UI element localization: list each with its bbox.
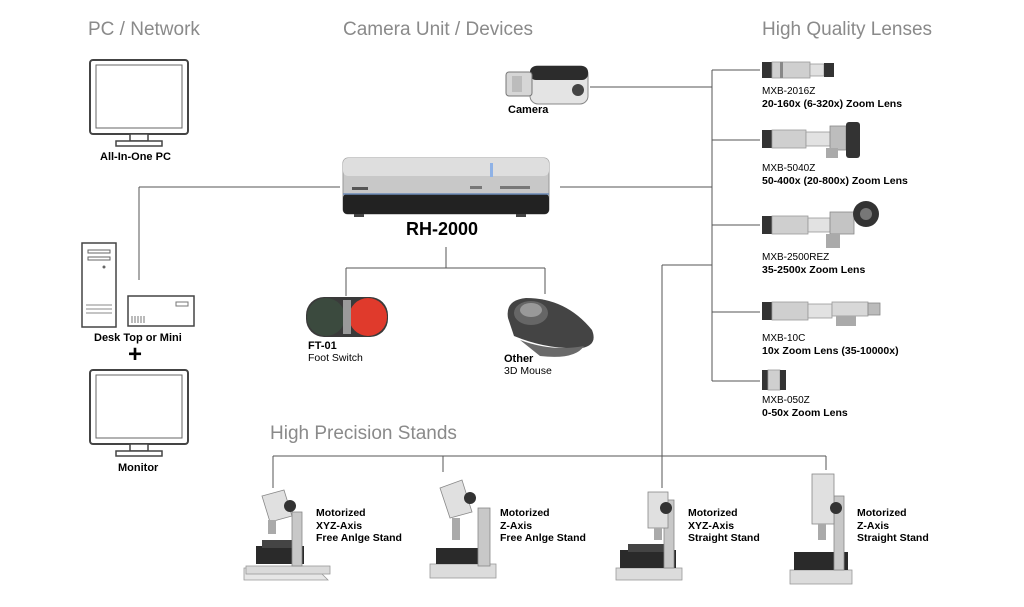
plus-sign: + [128, 341, 143, 368]
rh2000-unit-icon [342, 157, 550, 217]
foot-switch-icon [306, 297, 388, 337]
lens-mxb-5040z-icon [762, 122, 860, 158]
stand-line3: Free Anlge Stand [316, 532, 402, 544]
lens-description: 20-160x (6-320x) Zoom Lens [762, 98, 903, 110]
lens-model: MXB-10C [762, 333, 806, 344]
stand-line2: XYZ-Axis [688, 519, 735, 532]
stand-line2: Z-Axis [857, 519, 890, 532]
lens-model: MXB-2500REZ [762, 252, 830, 263]
stand-label-xyz-straight: Motorized XYZ-Axis Straight Stand [688, 507, 760, 545]
stand-label-z-straight: Motorized Z-Axis Straight Stand [857, 507, 929, 545]
desktop-pc-label: Desk Top or Mini [94, 332, 182, 344]
stand-line3: Free Anlge Stand [500, 532, 586, 544]
foot-switch-title: FT-01 [308, 340, 337, 352]
monitor-icon [89, 369, 189, 457]
mouse-subtitle: 3D Mouse [504, 365, 552, 377]
lens-description: 0-50x Zoom Lens [762, 407, 848, 419]
rh2000-label: RH-2000 [406, 219, 479, 239]
stand-line1: Motorized [316, 507, 366, 519]
all-in-one-pc-label: All-In-One PC [100, 151, 171, 163]
lens-model: MXB-5040Z [762, 163, 816, 174]
stand-line1: Motorized [857, 507, 907, 519]
section-title-pc-network: PC / Network [88, 19, 200, 40]
3d-mouse-icon [507, 298, 594, 357]
monitor-label: Monitor [118, 462, 159, 474]
stand-xyz-straight-icon [615, 491, 683, 581]
stand-line2: XYZ-Axis [316, 519, 363, 532]
lens-description: 35-2500x Zoom Lens [762, 264, 866, 276]
stand-xyz-free-angle-icon [243, 489, 331, 581]
lens-model: MXB-050Z [762, 395, 810, 406]
lens-model: MXB-2016Z [762, 86, 816, 97]
lens-mxb-2016z-icon [762, 61, 834, 79]
section-title-camera-devices: Camera Unit / Devices [343, 19, 534, 40]
stand-line1: Motorized [688, 507, 738, 519]
stand-label-z-free-angle: Motorized Z-Axis Free Anlge Stand [500, 507, 586, 545]
lens-description: 10x Zoom Lens (35-10000x) [762, 345, 899, 357]
stand-line2: Z-Axis [500, 519, 533, 532]
stand-z-free-angle-icon [429, 479, 497, 579]
stand-line3: Straight Stand [688, 532, 760, 544]
all-in-one-pc-icon [89, 59, 189, 147]
desktop-pc-icon [81, 242, 195, 328]
lens-mxb-050z-icon [762, 369, 786, 391]
lens-mxb-2500rez-icon [762, 201, 879, 248]
mouse-title: Other [504, 353, 534, 365]
camera-icon [505, 65, 589, 105]
stand-line3: Straight Stand [857, 532, 929, 544]
lens-mxb-10c-icon [762, 301, 881, 326]
foot-switch-subtitle: Foot Switch [308, 352, 363, 364]
stand-z-straight-icon [789, 473, 853, 585]
section-title-stands: High Precision Stands [270, 423, 457, 444]
camera-label: Camera [508, 104, 549, 116]
section-title-lenses: High Quality Lenses [762, 19, 933, 40]
lens-description: 50-400x (20-800x) Zoom Lens [762, 175, 908, 187]
stand-line1: Motorized [500, 507, 550, 519]
stand-label-xyz-free-angle: Motorized XYZ-Axis Free Anlge Stand [316, 507, 402, 545]
